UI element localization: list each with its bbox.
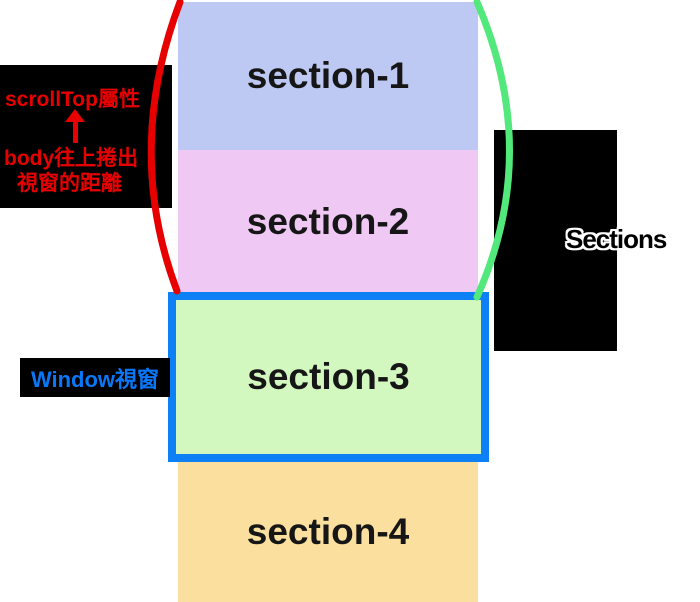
scrolltop-title: scrollTop屬性 bbox=[5, 88, 140, 111]
window-label: Window視窗 bbox=[30, 366, 160, 392]
section-2-block: section-2 bbox=[178, 150, 478, 293]
up-arrow-icon bbox=[64, 109, 86, 145]
section-4-label: section-4 bbox=[246, 511, 410, 552]
section-2-label: section-2 bbox=[246, 200, 410, 242]
window-viewport-box: section-3 bbox=[168, 292, 489, 462]
section-1-label: section-1 bbox=[246, 55, 410, 96]
scrolltop-desc-line1: body往上捲出 bbox=[4, 147, 139, 170]
sections-label: Sections bbox=[566, 224, 667, 254]
scrolltop-desc-line2: 視窗的距離 bbox=[17, 172, 122, 195]
right-callout-box bbox=[494, 130, 617, 351]
window-label-box: Window視窗 bbox=[20, 358, 170, 397]
up-arrow-head bbox=[65, 109, 85, 122]
up-arrow-shaft bbox=[72, 122, 78, 143]
section-4-block: section-4 bbox=[178, 462, 478, 602]
section-3-label: section-3 bbox=[247, 356, 410, 397]
scrolltop-callout-box: scrollTop屬性 body往上捲出 視窗的距離 bbox=[0, 65, 172, 208]
section-1-block: section-1 bbox=[178, 2, 478, 150]
